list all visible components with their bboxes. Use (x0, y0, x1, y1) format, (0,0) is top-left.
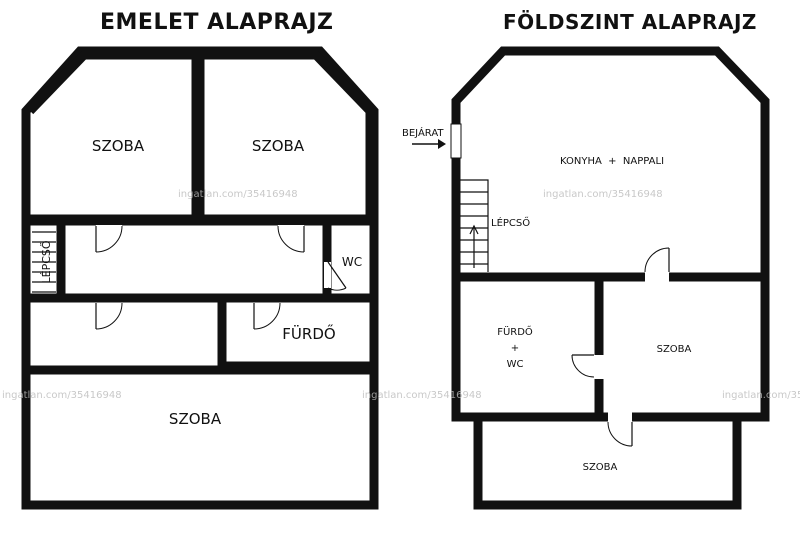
upper-door-wc (324, 261, 347, 291)
upper-outer-wall (21, 46, 379, 510)
upper-floor-plan: SZOBA SZOBA LÉPCSŐ WC FÜRDŐ SZOBA (21, 46, 379, 510)
watermark: ingatlan.com/35416948 (178, 189, 298, 200)
upper-door-room-bottom (95, 302, 123, 330)
ground-kitchen-living-label: KONYHA + NAPPALI (560, 156, 664, 167)
ground-door-bath (571, 354, 604, 379)
upper-bathroom-label: FÜRDŐ (282, 323, 335, 343)
upper-door-room-top-left (95, 225, 123, 253)
ground-entrance-door (450, 123, 462, 159)
watermark: ingatlan.com/35416948 (543, 189, 663, 200)
entrance-arrow-icon (412, 139, 446, 149)
ground-room-right-label: SZOBA (657, 344, 692, 355)
ground-bath-label-plus: + (511, 343, 519, 354)
ground-floor-title: FÖLDSZINT ALAPRAJZ (503, 10, 757, 34)
watermark: ingatlan.com/35416948 (362, 390, 482, 401)
upper-room-top-left-label: SZOBA (92, 137, 145, 155)
upper-stairs-treads (32, 231, 56, 293)
upper-stairs-label: LÉPCSŐ (39, 240, 53, 283)
ground-door-room-bottom (607, 412, 633, 447)
upper-door-bathroom (253, 302, 281, 330)
ground-stairs-label: LÉPCSŐ (491, 215, 530, 229)
ground-wall-room-bottom (473, 417, 742, 510)
watermark: ingatlan.com/35416948 (722, 390, 800, 401)
upper-floor-title: EMELET ALAPRAJZ (100, 10, 334, 35)
watermark: ingatlan.com/35416948 (2, 390, 122, 401)
upper-room-top-right-label: SZOBA (252, 137, 305, 155)
ground-bath-label-line1: FÜRDŐ (497, 324, 533, 338)
ground-bath-label-line2: WC (507, 359, 524, 370)
ground-stairs-outline (460, 179, 489, 272)
upper-wc-label: WC (342, 255, 362, 269)
upper-door-room-top-right (277, 225, 305, 253)
ground-room-bottom-label: SZOBA (583, 462, 618, 473)
ground-outer-wall (451, 46, 770, 422)
watermarks: ingatlan.com/35416948 ingatlan.com/35416… (2, 189, 800, 401)
ground-floor-plan: BEJÁRAT KONYHA + NAPPALI LÉPCSŐ FÜRDŐ + … (402, 46, 770, 510)
ground-stairs-arrow-icon (469, 224, 479, 268)
upper-room-bottom-label: SZOBA (169, 410, 222, 428)
ground-entrance-label: BEJÁRAT (402, 126, 444, 139)
ground-door-living (644, 247, 670, 282)
